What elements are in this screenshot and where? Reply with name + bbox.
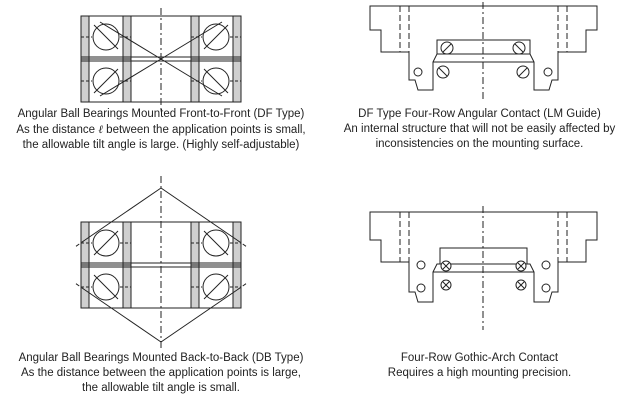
lm-guide-caption: DF Type Four-Row Angular Contact (LM Gui… bbox=[322, 107, 637, 152]
df-contact-lines bbox=[99, 21, 223, 97]
db-bearing-diagram bbox=[74, 176, 248, 348]
df-caption-line1: Angular Ball Bearings Mounted Front-to-F… bbox=[17, 108, 305, 120]
lm-caption-line2: An internal structure that will not be e… bbox=[343, 123, 616, 135]
df-caption-line3: the allowable tilt angle is large. (High… bbox=[22, 139, 300, 151]
lm-rail-outline bbox=[436, 39, 531, 54]
ball-icon bbox=[416, 260, 426, 270]
gothic-caption-line1: Four-Row Gothic-Arch Contact bbox=[400, 352, 559, 364]
df-bearing-diagram bbox=[80, 8, 242, 110]
db-contact-lines bbox=[74, 187, 248, 343]
db-left-bearing bbox=[80, 221, 132, 309]
db-right-bearing bbox=[190, 221, 242, 309]
lm-caption-line1: DF Type Four-Row Angular Contact (LM Gui… bbox=[358, 108, 601, 120]
ball-icon bbox=[541, 283, 551, 293]
db-caption-line3: the allowable tilt angle is small. bbox=[82, 382, 240, 394]
db-caption-line1: Angular Ball Bearings Mounted Back-to-Ba… bbox=[18, 352, 304, 364]
df-left-bearing bbox=[80, 15, 132, 103]
lm-guide-df-diagram bbox=[369, 2, 598, 102]
df-type-caption: Angular Ball Bearings Mounted Front-to-F… bbox=[0, 107, 322, 153]
df-caption-line2-pre: As the distance bbox=[16, 124, 99, 136]
db-caption-line2: As the distance between the application … bbox=[20, 367, 301, 379]
lm-balls bbox=[413, 41, 553, 79]
gothic-arch-caption: Four-Row Gothic-Arch Contact Requires a … bbox=[322, 351, 637, 381]
ball-icon bbox=[541, 260, 551, 270]
ball-icon bbox=[543, 67, 553, 77]
lm-caption-line3: inconsistencies on the mounting surface. bbox=[375, 138, 584, 150]
gothic-arch-diagram bbox=[369, 206, 598, 330]
df-right-bearing bbox=[190, 15, 242, 103]
db-type-caption: Angular Ball Bearings Mounted Back-to-Ba… bbox=[0, 351, 322, 396]
df-caption-line2-post: between the application points is small, bbox=[102, 124, 306, 136]
gothic-caption-line2: Requires a high mounting precision. bbox=[387, 367, 572, 379]
df-caption-line2: As the distance ℓ between the applicatio… bbox=[0, 122, 322, 138]
distance-symbol: ℓ bbox=[98, 122, 103, 136]
ball-icon bbox=[413, 67, 423, 77]
ball-icon bbox=[416, 283, 426, 293]
gothic-balls bbox=[416, 260, 551, 293]
